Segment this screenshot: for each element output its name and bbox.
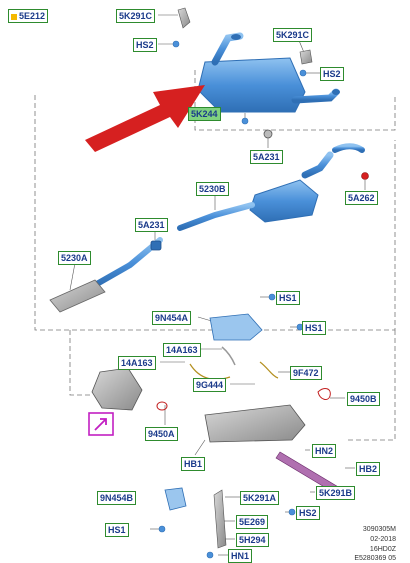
ref-label-5E212[interactable]: 5E212 [8,9,49,23]
diagram-date: 02-2018 [370,536,396,543]
part-label-5K291A[interactable]: 5K291A [240,491,280,505]
part-label-5K291C-top[interactable]: 5K291C [116,9,156,23]
assembly-outline-bottom [69,330,396,441]
diagram-model: 16HD0Z [369,546,396,553]
part-label-5E269[interactable]: 5E269 [236,515,269,529]
part-label-HN2[interactable]: HN2 [312,444,337,458]
part-label-HS1-a[interactable]: HS1 [276,291,300,305]
front-pipe [49,237,163,313]
part-label-HS2-bottom[interactable]: HS2 [296,506,320,520]
part-label-5K244[interactable]: 5K244 [188,107,221,121]
part-label-HS2-right[interactable]: HS2 [320,67,344,81]
bullet-icon [11,13,17,20]
part-label-HS1-bottom[interactable]: HS1 [105,523,129,537]
part-label-HB1[interactable]: HB1 [181,457,206,471]
part-label-9N454B[interactable]: 9N454B [97,491,137,505]
part-label-5A231-mid[interactable]: 5A231 [135,218,168,232]
part-label-5230B[interactable]: 5230B [196,182,229,196]
rear-muffler [197,32,340,113]
part-label-HS2-top[interactable]: HS2 [133,38,157,52]
part-label-14A163-top[interactable]: 14A163 [163,343,201,357]
assembly-outline-top [34,70,396,331]
part-label-9450A[interactable]: 9450A [145,427,178,441]
part-label-5A231-top[interactable]: 5A231 [250,150,283,164]
part-label-HB2[interactable]: HB2 [356,462,381,476]
hardware-parts [91,7,369,559]
part-label-HN1[interactable]: HN1 [228,549,253,563]
see-also-callout[interactable] [88,412,114,436]
part-label-5A262[interactable]: 5A262 [345,191,378,205]
part-label-9G444[interactable]: 9G444 [193,378,227,392]
part-label-5230A[interactable]: 5230A [58,251,91,265]
intermediate-pipe [177,143,365,231]
part-label-9F472[interactable]: 9F472 [290,366,322,380]
part-label-5K291B[interactable]: 5K291B [316,486,356,500]
red-arrow [85,85,205,152]
diagram-ref: E5280369 05 [354,555,396,562]
part-label-14A163-left[interactable]: 14A163 [118,356,156,370]
diagram-code: 3090305M [362,526,396,533]
part-label-5H294[interactable]: 5H294 [236,533,269,547]
part-label-9450B[interactable]: 9450B [347,392,380,406]
part-label-5K291C-right[interactable]: 5K291C [273,28,313,42]
part-label-9N454A[interactable]: 9N454A [152,311,192,325]
part-label-HS1-b[interactable]: HS1 [302,321,326,335]
